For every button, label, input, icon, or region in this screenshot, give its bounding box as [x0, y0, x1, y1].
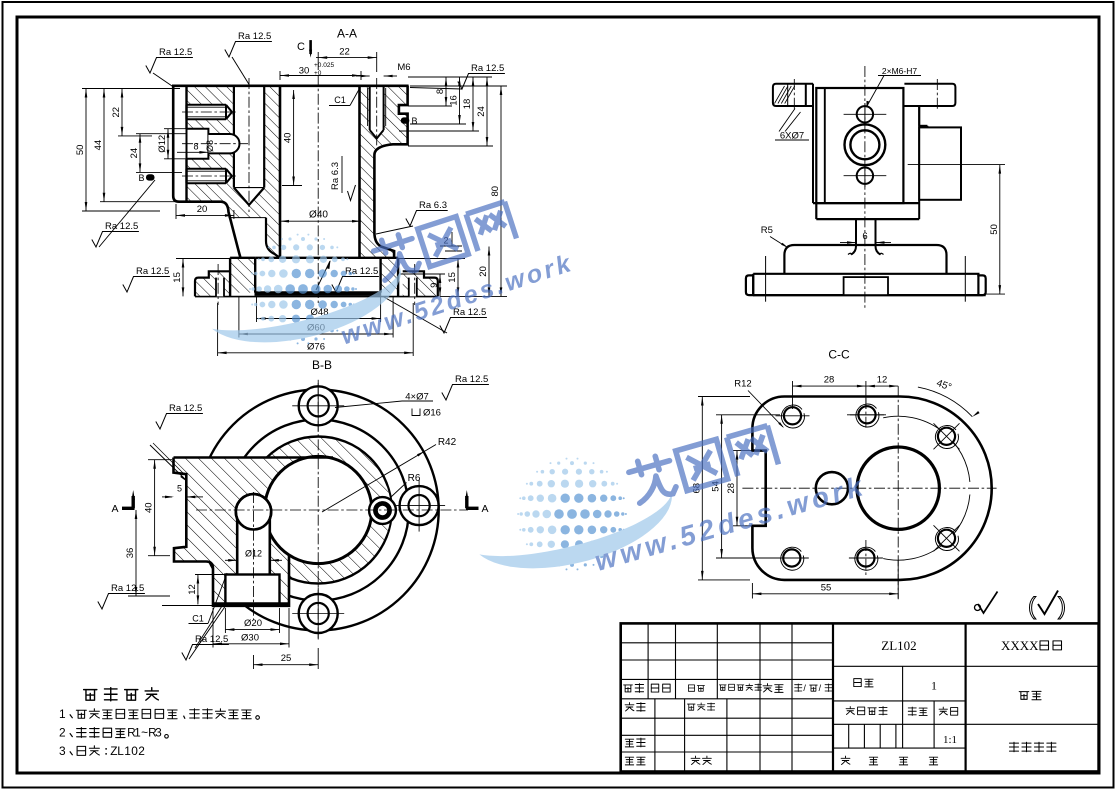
svg-text:55: 55	[821, 582, 832, 593]
svg-text:): )	[1058, 593, 1066, 620]
svg-text:54: 54	[711, 481, 722, 492]
svg-text:Ø16: Ø16	[423, 408, 441, 419]
svg-text:Ra 12.5: Ra 12.5	[136, 266, 169, 277]
svg-text:24: 24	[129, 148, 140, 159]
svg-text:C1: C1	[334, 95, 346, 105]
svg-text:R5: R5	[761, 225, 773, 236]
svg-text:L: L	[117, 744, 124, 758]
svg-text:R6: R6	[408, 473, 421, 484]
svg-text:8: 8	[435, 89, 446, 94]
svg-text:/: /	[819, 683, 822, 693]
svg-text:A-A: A-A	[337, 27, 357, 41]
svg-text:C1: C1	[192, 614, 204, 624]
svg-text:Ra 12.5: Ra 12.5	[238, 31, 271, 42]
svg-text:Ra 12.5: Ra 12.5	[345, 266, 378, 277]
svg-text:15: 15	[172, 272, 183, 283]
svg-text:3: 3	[59, 744, 66, 758]
svg-text:R: R	[148, 726, 157, 740]
svg-text:Ra 12.5: Ra 12.5	[105, 221, 138, 232]
svg-text:0: 0	[131, 744, 138, 758]
svg-text:9: 9	[429, 283, 440, 288]
svg-text:Ø48: Ø48	[311, 307, 329, 318]
svg-text:8: 8	[193, 142, 198, 152]
svg-text:Ra 12.5: Ra 12.5	[169, 403, 202, 414]
svg-text:B: B	[411, 116, 417, 126]
svg-text:45°: 45°	[935, 378, 953, 394]
svg-text:~: ~	[141, 726, 148, 740]
svg-text:Ra 6.3: Ra 6.3	[330, 162, 341, 190]
svg-text:30: 30	[299, 66, 310, 77]
svg-text:Ra 12.5: Ra 12.5	[111, 583, 144, 594]
svg-text:Ra 12.5: Ra 12.5	[471, 63, 504, 74]
svg-text:R12: R12	[734, 379, 751, 390]
svg-text:40: 40	[144, 502, 155, 513]
svg-text:44: 44	[93, 140, 104, 151]
svg-text:A: A	[481, 503, 488, 515]
svg-text:R42: R42	[438, 437, 457, 448]
svg-text:Ra 12.5: Ra 12.5	[195, 634, 228, 645]
svg-text:18: 18	[462, 99, 473, 110]
svg-text:1: 1	[59, 707, 66, 721]
svg-text:12: 12	[187, 584, 198, 595]
svg-text:2: 2	[138, 744, 145, 758]
svg-text:25: 25	[281, 653, 292, 664]
svg-text:28: 28	[726, 483, 737, 494]
svg-text:(: (	[1028, 593, 1036, 620]
svg-text:+0: +0	[314, 70, 322, 77]
svg-text:C: C	[297, 41, 305, 53]
svg-text:2×M6-H7: 2×M6-H7	[882, 66, 917, 76]
svg-text:28: 28	[824, 375, 835, 386]
svg-text:B-B: B-B	[312, 358, 332, 372]
svg-text:2: 2	[59, 726, 66, 740]
svg-text:+0.025: +0.025	[314, 62, 334, 69]
svg-text:A: A	[111, 503, 118, 515]
svg-text:Ra 12.5: Ra 12.5	[455, 374, 488, 385]
svg-text:12: 12	[877, 375, 888, 386]
svg-text:1: 1	[931, 679, 937, 693]
svg-text:Ø20: Ø20	[244, 618, 262, 629]
svg-text:80: 80	[490, 186, 501, 197]
svg-text:/: /	[803, 683, 806, 693]
svg-text:1:1: 1:1	[943, 734, 957, 746]
svg-text:ZL102: ZL102	[881, 638, 916, 653]
svg-text:5: 5	[177, 484, 182, 494]
svg-text:4×Ø7: 4×Ø7	[405, 392, 429, 403]
svg-text:M6: M6	[397, 62, 410, 73]
svg-text:Ra 12.5: Ra 12.5	[453, 307, 486, 318]
svg-text:Ø40: Ø40	[309, 210, 328, 221]
svg-text:20: 20	[478, 266, 489, 277]
svg-text:Ø76: Ø76	[307, 341, 325, 352]
svg-text:50: 50	[989, 224, 1000, 235]
svg-text:24: 24	[476, 106, 487, 117]
svg-text:3: 3	[155, 726, 162, 740]
svg-text:XXXX: XXXX	[1001, 638, 1039, 653]
svg-text:22: 22	[339, 47, 350, 58]
svg-text:Ø8: Ø8	[205, 140, 215, 152]
svg-text:Z: Z	[110, 744, 117, 758]
svg-text:50: 50	[75, 145, 86, 156]
svg-text:36: 36	[125, 548, 136, 559]
svg-text:B: B	[138, 173, 144, 183]
svg-text:6XØ7: 6XØ7	[780, 131, 804, 142]
svg-text:Ra 12.5: Ra 12.5	[159, 47, 192, 58]
svg-text:Ra 6.3: Ra 6.3	[419, 200, 447, 211]
svg-text:16: 16	[449, 95, 460, 106]
svg-text:Ø12: Ø12	[245, 549, 262, 559]
svg-text:20: 20	[197, 204, 208, 215]
svg-text:C-C: C-C	[828, 348, 850, 362]
svg-text:Ø30: Ø30	[241, 632, 259, 643]
svg-text:15: 15	[447, 272, 458, 283]
svg-text:Ø12: Ø12	[157, 135, 168, 153]
svg-text:R: R	[127, 726, 136, 740]
svg-text:22: 22	[111, 107, 122, 118]
svg-text:1: 1	[124, 744, 131, 758]
svg-text:40: 40	[283, 133, 294, 144]
svg-text:1: 1	[134, 726, 141, 740]
